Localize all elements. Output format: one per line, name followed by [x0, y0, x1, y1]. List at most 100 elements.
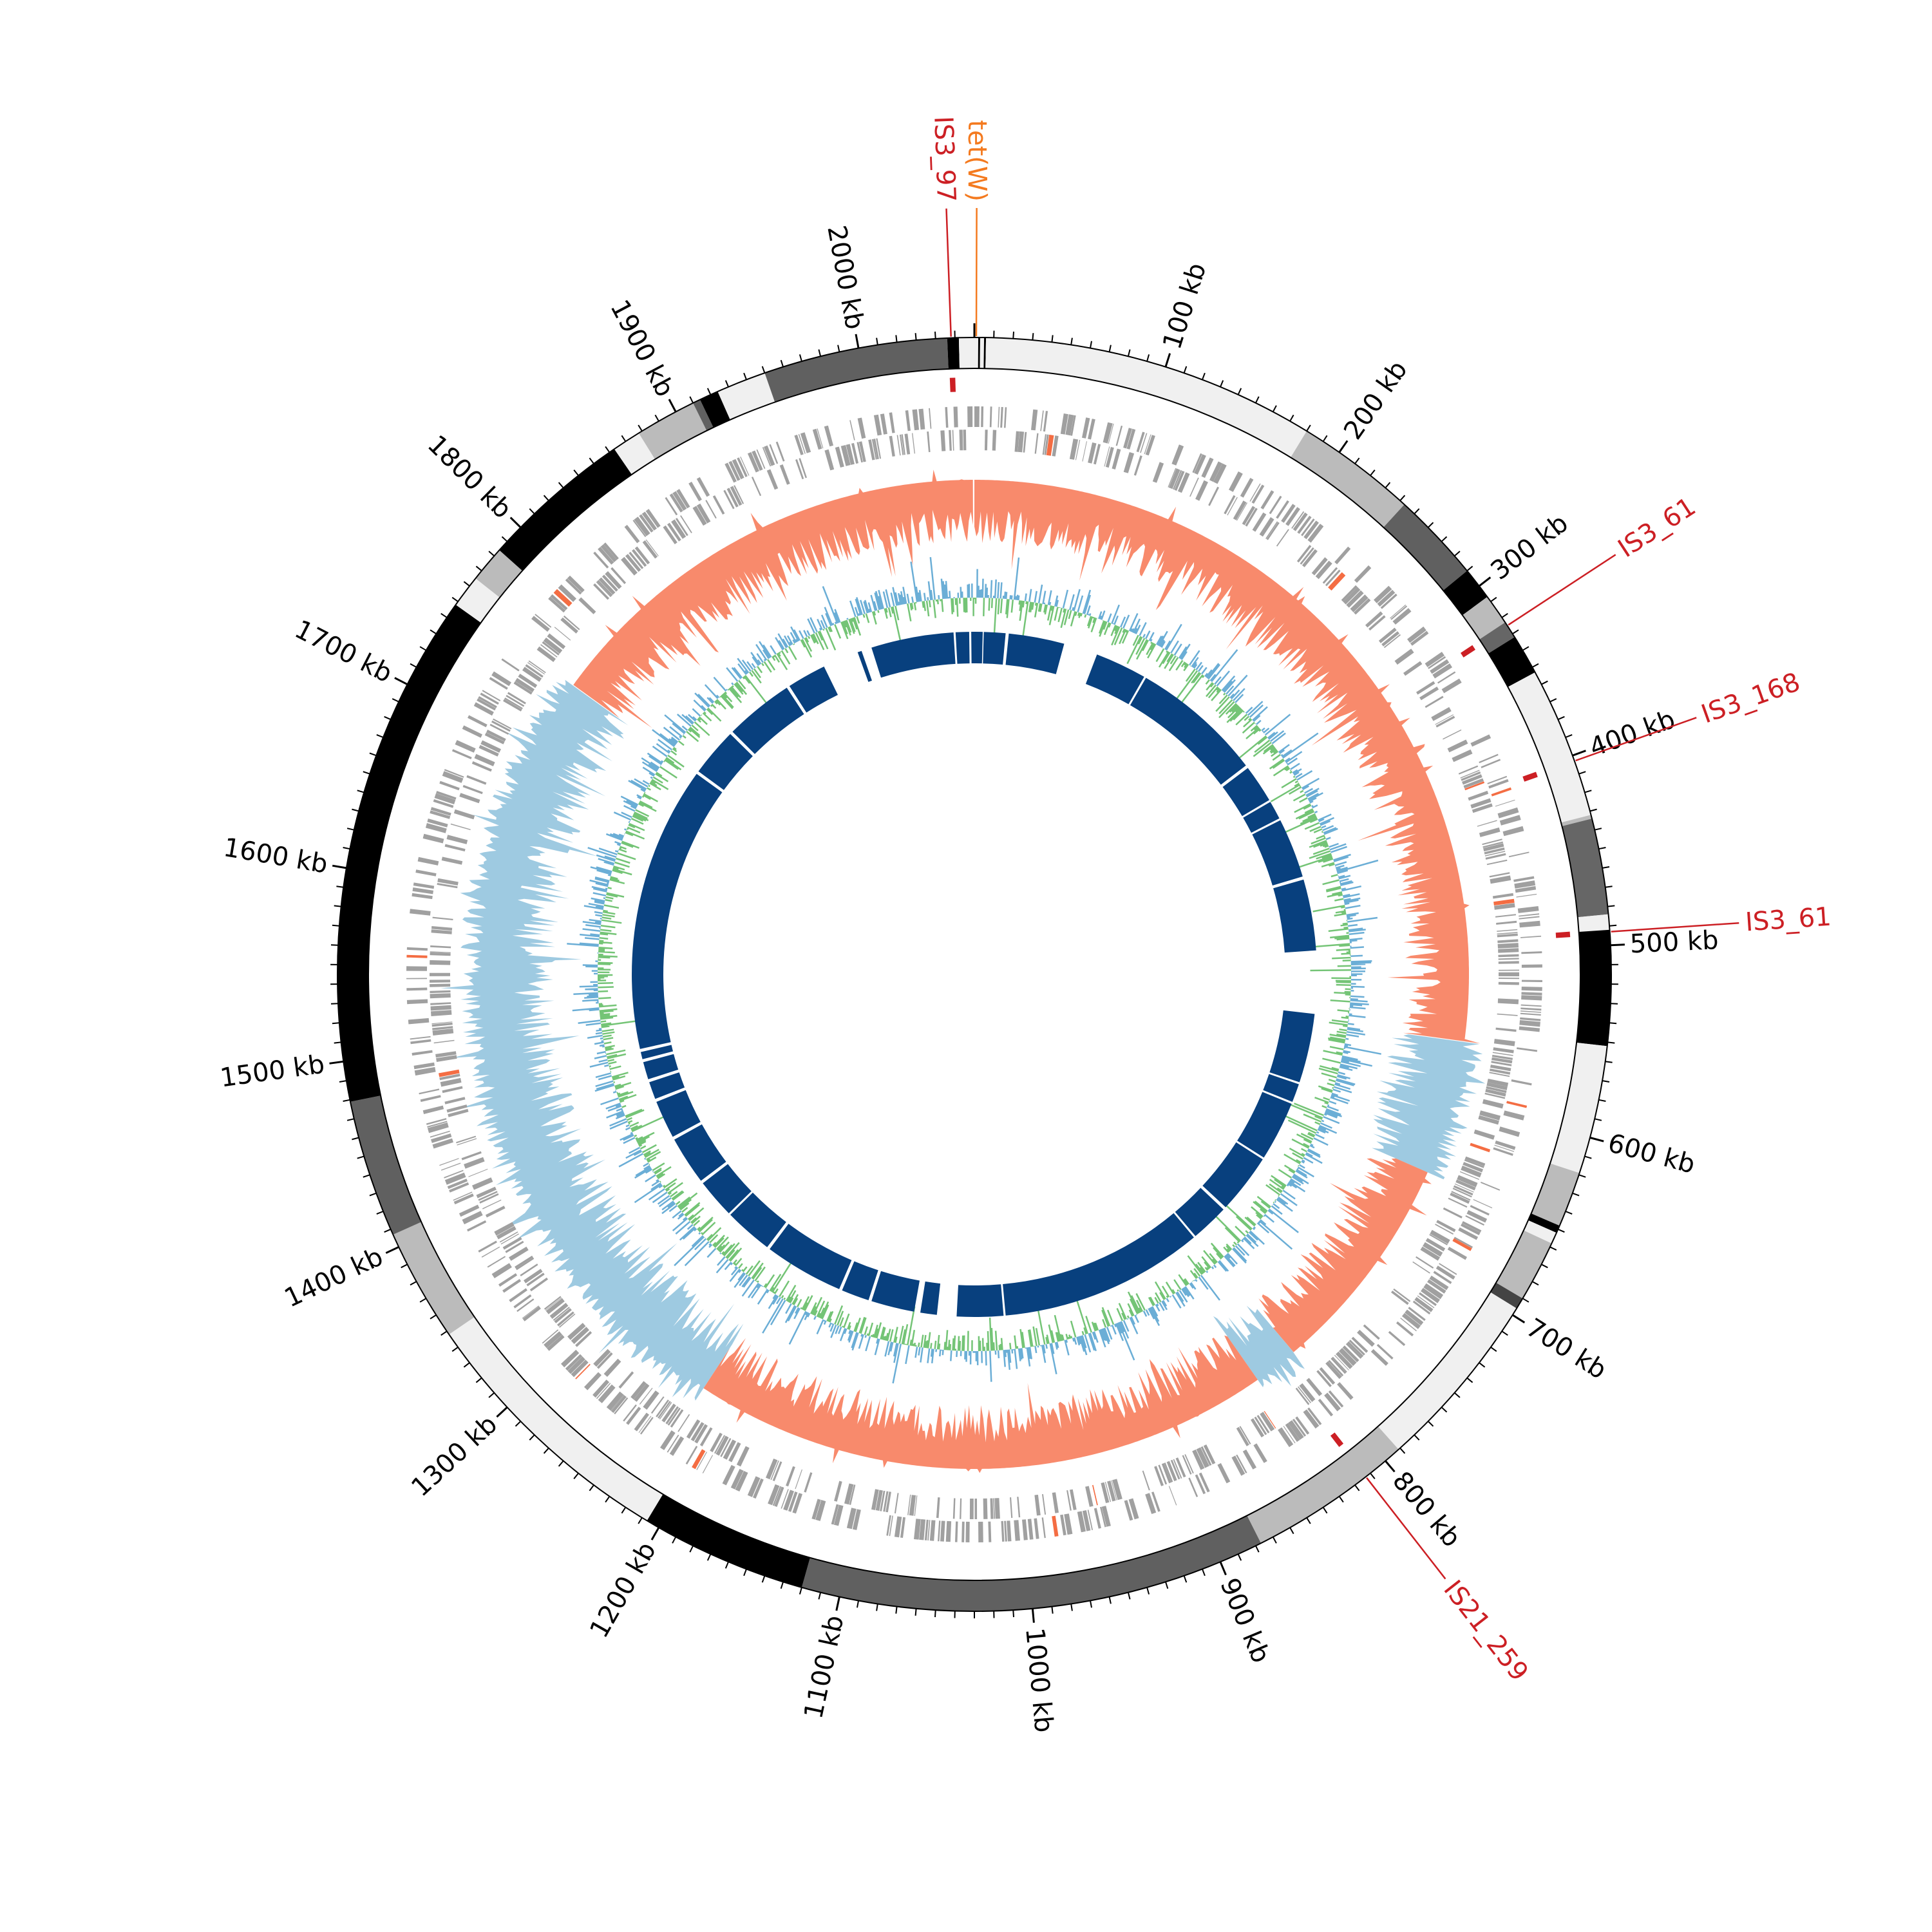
gene-feature-reverse [858, 441, 866, 462]
karyotype-band [1488, 637, 1535, 687]
minor-tick [589, 1484, 594, 1492]
gene-feature-forward [1040, 410, 1044, 431]
gene-feature-reverse [1168, 468, 1177, 488]
synteny-block [1003, 1213, 1194, 1316]
gene-feature-reverse [875, 1490, 883, 1511]
minor-tick [1272, 1537, 1277, 1544]
tick-label: 300 kb [1486, 508, 1574, 585]
gene-feature-reverse [1457, 1175, 1478, 1188]
gene-feature-reverse [578, 597, 596, 614]
gene-feature-forward [603, 542, 619, 560]
gene-feature-forward [626, 1406, 641, 1425]
gene-feature-reverse [1332, 1356, 1347, 1373]
gene-feature-forward [1065, 414, 1074, 436]
gene-feature-forward [800, 432, 811, 453]
gene-feature-forward [1192, 453, 1202, 473]
gene-feature-reverse [540, 644, 558, 658]
gc-skew-negative-area [1213, 1305, 1305, 1388]
gene-feature-forward [417, 857, 439, 866]
minor-tick [352, 808, 359, 812]
gene-feature-reverse [630, 1381, 647, 1400]
gene-feature-reverse [513, 681, 533, 695]
gene-feature-reverse [1349, 1340, 1365, 1356]
gene-feature-forward [1506, 1101, 1528, 1108]
gene-feature-reverse [1495, 1027, 1517, 1032]
gene-feature-reverse [1331, 1357, 1347, 1374]
synteny-block [971, 631, 974, 663]
gene-feature-reverse [500, 1233, 519, 1245]
gene-feature-reverse [1023, 431, 1027, 453]
gene-feature-reverse [1351, 1336, 1368, 1353]
gene-feature-forward [1213, 463, 1227, 484]
gene-feature-forward [509, 1288, 527, 1303]
gene-feature-reverse [1484, 1092, 1506, 1099]
gene-feature-reverse [949, 430, 952, 451]
minor-tick [369, 752, 377, 757]
minor-tick [1165, 1582, 1169, 1589]
gene-feature-forward [1519, 1020, 1540, 1027]
gene-feature-forward [406, 999, 428, 1005]
gene-feature-reverse [1483, 843, 1504, 852]
gene-feature-reverse [1490, 1068, 1511, 1075]
gene-feature-forward [598, 547, 614, 565]
minor-tick [334, 1041, 341, 1044]
minor-tick [1594, 1118, 1602, 1121]
gene-feature-reverse [886, 1492, 891, 1513]
gene-feature-reverse [472, 1177, 493, 1190]
gene-feature-forward [431, 1133, 452, 1143]
gene-feature-reverse [1242, 506, 1256, 526]
gene-feature-forward [1519, 920, 1540, 928]
gene-feature-forward [873, 414, 882, 436]
gene-feature-forward [1439, 1263, 1457, 1275]
gene-feature-reverse [699, 1427, 713, 1446]
gene-feature-forward [1491, 787, 1512, 797]
gene-feature-forward [1088, 419, 1095, 440]
gene-feature-forward [502, 1279, 522, 1293]
gene-feature-reverse [1447, 739, 1468, 753]
gene-feature-forward [453, 1191, 473, 1201]
minor-tick [357, 790, 365, 793]
minor-tick [1490, 596, 1497, 602]
gene-feature-reverse [430, 993, 451, 999]
minor-tick [876, 337, 878, 345]
minor-tick [440, 612, 448, 618]
gene-feature-reverse [1034, 433, 1039, 454]
minor-tick [1090, 341, 1092, 348]
gene-feature-forward [598, 1384, 616, 1403]
minor-tick [1399, 1447, 1406, 1454]
gene-feature-reverse [1452, 749, 1473, 762]
tick-label: 1300 kb [406, 1410, 503, 1503]
minor-tick [1108, 1596, 1112, 1604]
gene-feature-forward [1303, 520, 1319, 540]
synteny-block [920, 1281, 941, 1315]
gene-feature-reverse [471, 761, 492, 772]
gene-feature-forward [1513, 876, 1535, 882]
gene-feature-reverse [1403, 661, 1423, 676]
minor-tick [621, 1506, 627, 1514]
gene-feature-forward [611, 1395, 627, 1413]
gene-feature-reverse [1042, 434, 1046, 455]
gene-feature-forward [1043, 411, 1048, 432]
gene-feature-reverse [1085, 1486, 1094, 1507]
minor-tick [761, 1575, 766, 1583]
synteny-block [698, 734, 753, 790]
tick-label: 2000 kb [821, 223, 869, 332]
gene-feature-reverse [1345, 1343, 1362, 1359]
major-tick [1385, 1460, 1396, 1473]
gene-feature-reverse [659, 1402, 672, 1419]
minor-tick [743, 372, 747, 380]
minor-tick [475, 1377, 482, 1383]
gene-feature-reverse [766, 1458, 778, 1480]
gene-feature-reverse [1123, 452, 1135, 473]
gene-feature-reverse [1236, 502, 1247, 521]
minor-tick [1289, 414, 1294, 422]
gene-feature-reverse [993, 1498, 995, 1519]
gene-feature-reverse [889, 435, 895, 457]
gene-feature-reverse [914, 1495, 918, 1516]
insertion-sequence-marker [1461, 645, 1475, 658]
major-tick [1031, 1608, 1035, 1623]
gene-feature-forward [1428, 656, 1446, 669]
gene-feature-forward [1082, 1510, 1091, 1531]
gene-feature-reverse [1453, 1185, 1473, 1196]
karyotype-band [700, 391, 730, 428]
